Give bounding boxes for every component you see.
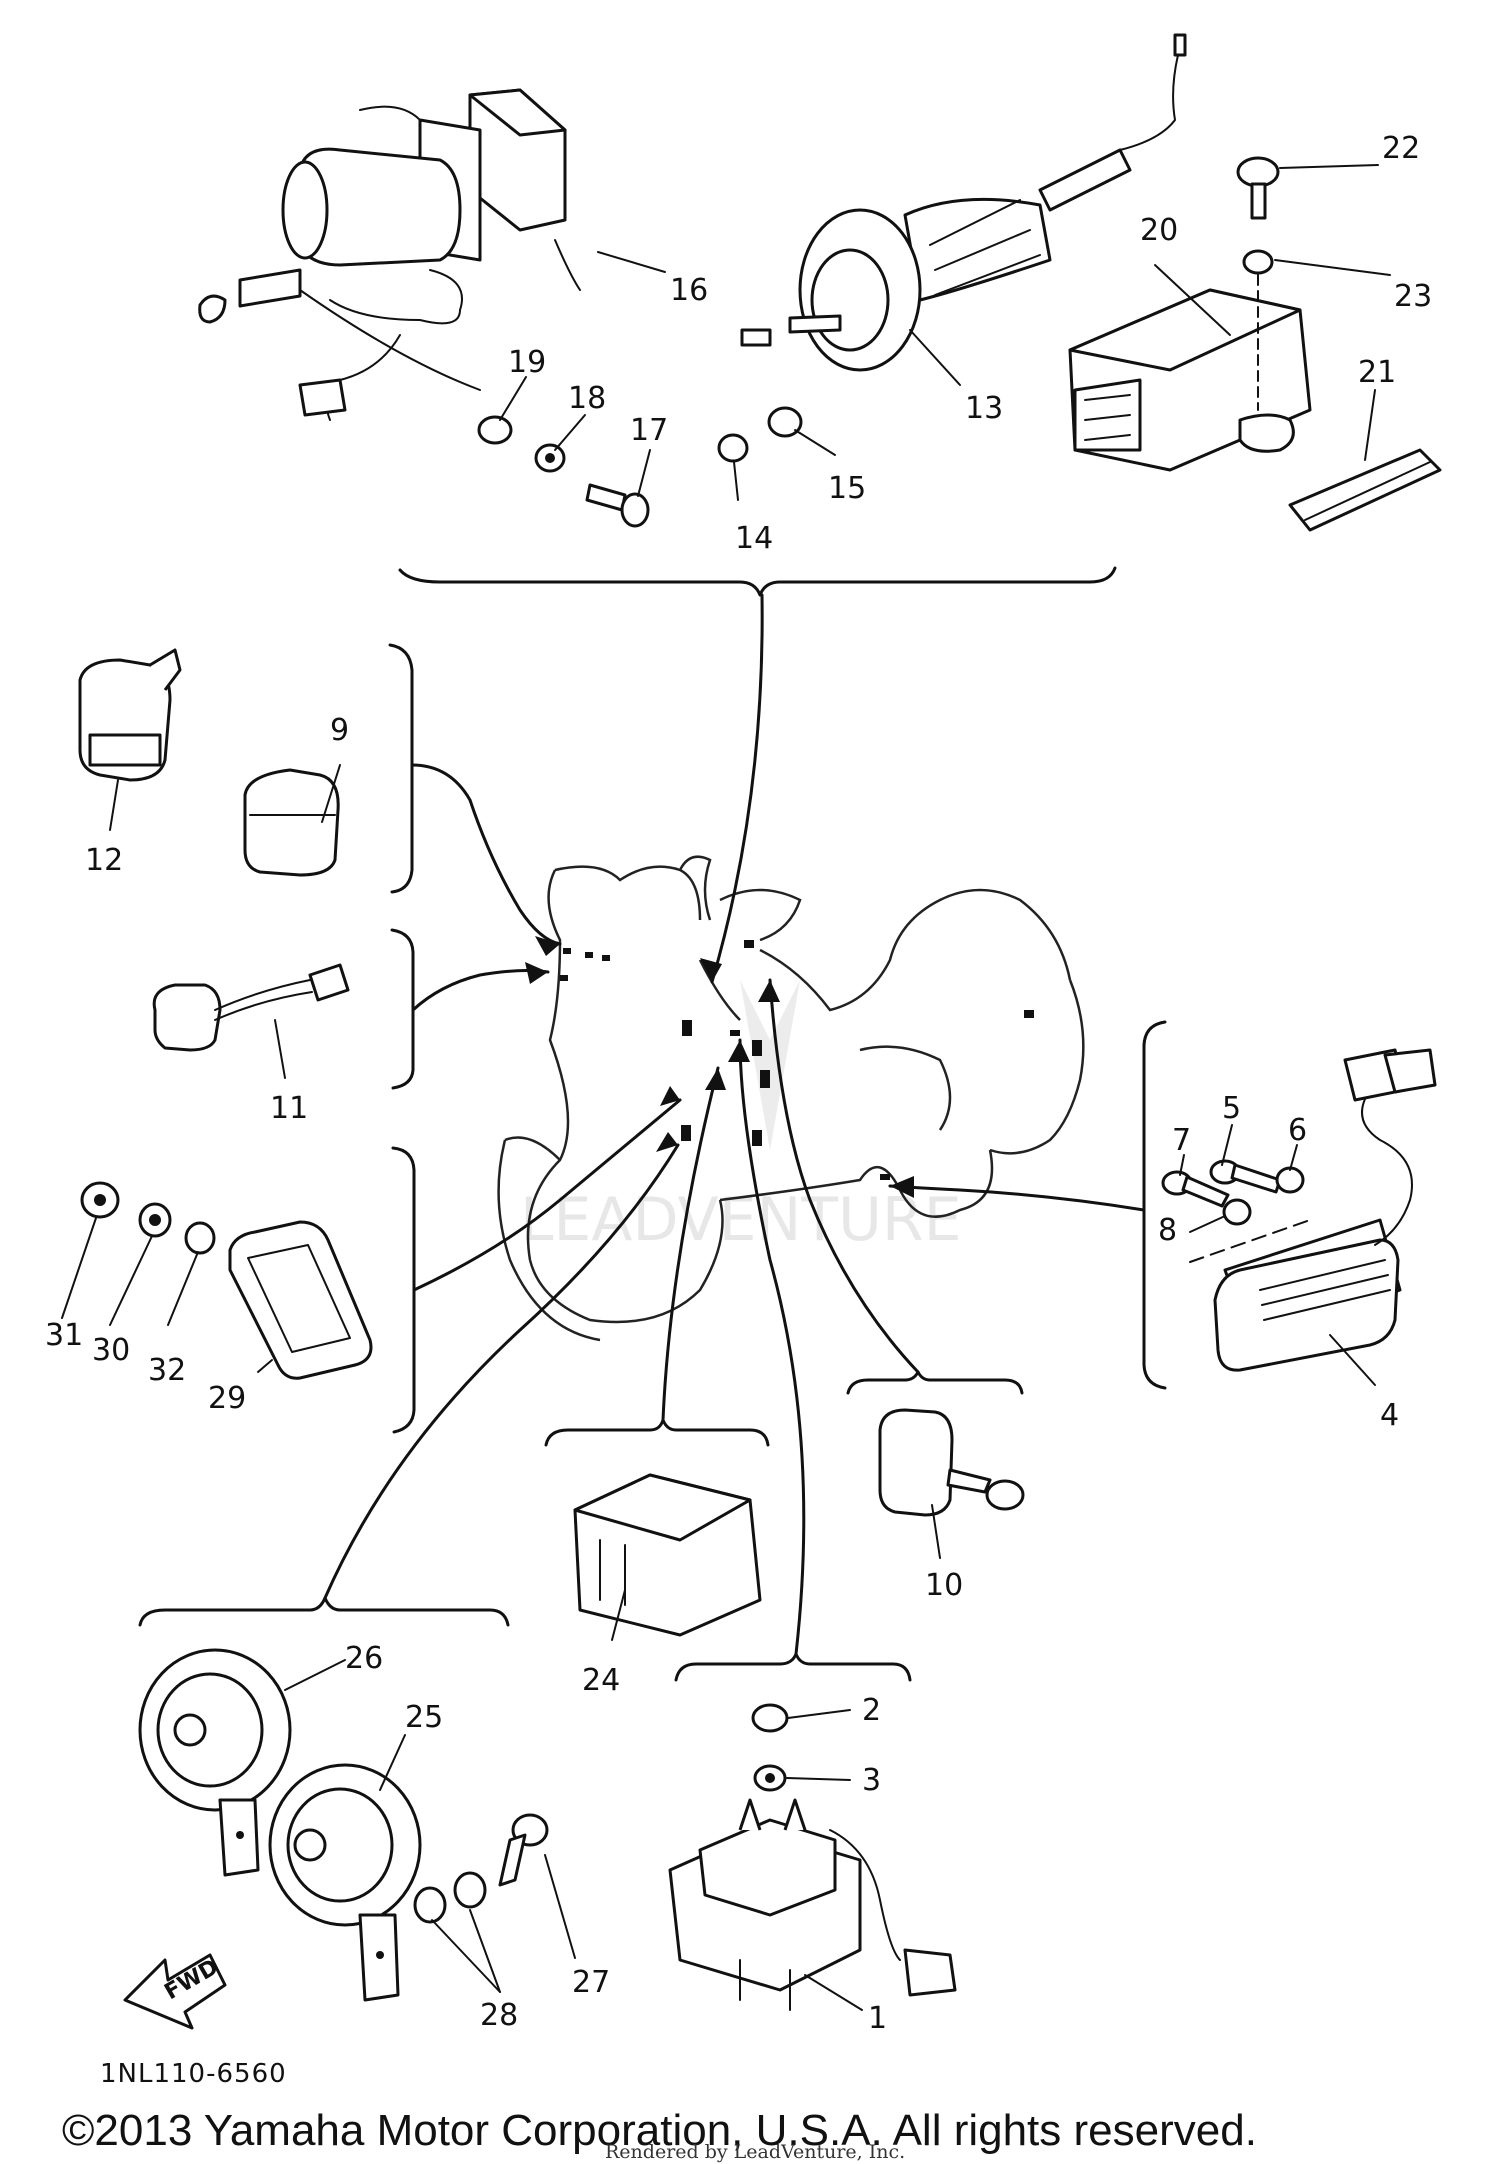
- callout-25: 25: [405, 1700, 443, 1735]
- part-1-starter-relay: [668, 1798, 957, 2011]
- part-20-ignitor-unit: [1068, 288, 1312, 472]
- part-23-washer: [1242, 249, 1274, 275]
- callout-17: 17: [630, 413, 668, 448]
- callout-28: 28: [480, 1998, 518, 2033]
- callout-11: 11: [270, 1091, 308, 1126]
- part-13-actuator: [740, 33, 1187, 372]
- callout-2: 2: [862, 1693, 881, 1728]
- dash-8-4: [1189, 1219, 1311, 1263]
- copyright: ©2013 Yamaha Motor Corporation, U.S.A. A…: [62, 2106, 1257, 2155]
- callout-8: 8: [1158, 1213, 1177, 1248]
- callout-19: 19: [508, 345, 546, 380]
- callout-16: 16: [670, 273, 708, 308]
- callout-22: 22: [1382, 131, 1420, 166]
- callout-10: 10: [925, 1568, 963, 1603]
- part-32-washer: [184, 1221, 216, 1255]
- part-3-washer: [753, 1764, 787, 1792]
- part-31-nut: [80, 1181, 120, 1219]
- callout-21: 21: [1358, 355, 1396, 390]
- callout-15: 15: [828, 471, 866, 506]
- part-29-reflector: [228, 1220, 373, 1380]
- callout-3: 3: [862, 1763, 881, 1798]
- callout-20: 20: [1140, 213, 1178, 248]
- part-25-horn: [268, 1763, 422, 2002]
- callout-24: 24: [582, 1663, 620, 1698]
- part-11-sensor: [152, 963, 350, 1052]
- leader-arrows: [323, 593, 1146, 1656]
- part-4-rectifier-regulator: [1213, 1048, 1437, 1372]
- mount-markers: [560, 940, 1034, 1180]
- frame-outline: [497, 855, 1085, 1342]
- part-24-flasher-relay: [573, 1473, 762, 1637]
- callout-13: 13: [965, 391, 1003, 426]
- callout-18: 18: [568, 381, 606, 416]
- callout-9: 9: [330, 713, 349, 748]
- callout-29: 29: [208, 1381, 246, 1416]
- parts-19-18-17: [477, 415, 650, 528]
- callout-numbers: 1 2 3 4 5 6 7 8 9 10 11 12 13 14 15 16 1…: [45, 131, 1432, 2036]
- watermark-text: LEADVENTURE: [520, 1185, 962, 1255]
- callout-32: 32: [148, 1353, 186, 1388]
- watermark: LEADVENTURE: [520, 980, 962, 1255]
- part-7-bolt: [1161, 1170, 1230, 1208]
- part-22-bolt: [1236, 156, 1280, 220]
- part-code: 1NL110-6560: [100, 2059, 287, 2089]
- part-8-washer: [1222, 1198, 1252, 1226]
- fwd-arrow: FWD: [123, 1953, 227, 2030]
- part-9-relay: [243, 768, 340, 877]
- part-26-horn: [138, 1648, 292, 1877]
- callout-4: 4: [1380, 1398, 1399, 1433]
- callout-5: 5: [1222, 1091, 1241, 1126]
- part-30-washer: [138, 1202, 172, 1238]
- callout-14: 14: [735, 521, 773, 556]
- callout-1: 1: [868, 2001, 887, 2036]
- callout-31: 31: [45, 1318, 83, 1353]
- callout-26: 26: [345, 1641, 383, 1676]
- part-6-washer: [1275, 1166, 1305, 1194]
- part-12-relay: [78, 648, 182, 782]
- part-27-bolt: [498, 1813, 549, 1887]
- credit-text: Rendered by LeadVenture, Inc.: [605, 2141, 905, 2163]
- parts-15-14: [717, 406, 803, 463]
- callout-23: 23: [1394, 279, 1432, 314]
- part-16-servo-motor: [198, 88, 581, 421]
- part-5-bolt: [1209, 1159, 1282, 1194]
- callout-6: 6: [1288, 1113, 1307, 1148]
- callout-7: 7: [1172, 1123, 1191, 1158]
- callout-27: 27: [572, 1965, 610, 2000]
- callout-30: 30: [92, 1333, 130, 1368]
- parts-28-washers: [413, 1871, 487, 1924]
- callout-12: 12: [85, 843, 123, 878]
- part-10-relay: [878, 1408, 1025, 1517]
- part-21-connector-strip: [1288, 448, 1442, 532]
- callout-leaders: [61, 164, 1391, 2011]
- part-2-nut: [751, 1703, 789, 1733]
